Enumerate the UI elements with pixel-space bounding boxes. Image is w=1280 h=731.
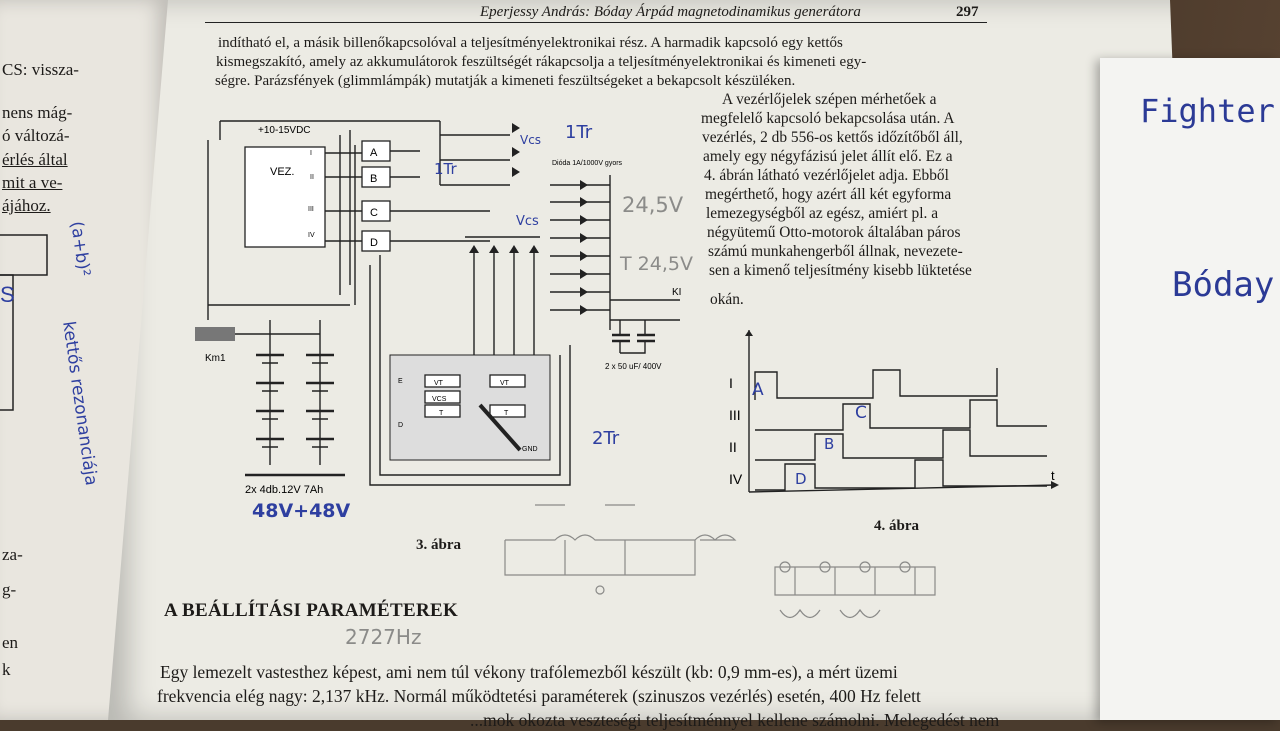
handwritten-vcs: Vcs <box>520 133 542 147</box>
waveform-iv <box>755 459 1047 491</box>
channel-label: C <box>370 207 378 219</box>
waveform-iii <box>755 399 1047 431</box>
controller-label: VEZ. <box>270 166 294 178</box>
d-label: D <box>398 422 403 429</box>
body-line: ...mok okozta veszteségi teljesítménnyel… <box>470 710 1000 730</box>
signal-label: IV <box>729 471 743 487</box>
notepad <box>1100 58 1280 720</box>
channel-label: A <box>370 147 378 159</box>
gnd-label: GND <box>522 446 538 453</box>
figure3-circuit: +10-15VDC VEZ. I II III IV A B C D Dióda… <box>195 120 681 496</box>
signal-label: I <box>729 375 733 391</box>
signal-label: III <box>729 407 741 423</box>
time-axis-label: t <box>1051 468 1055 483</box>
vcs-label: VCS <box>432 396 447 403</box>
handwritten-vcs: Vcs <box>516 214 539 229</box>
pencil-frequency: 2727Hz <box>345 625 422 649</box>
diode-group-top <box>512 123 520 177</box>
supply-label: +10-15VDC <box>258 125 311 136</box>
column-line: megérthető, hogy azért áll két egyforma <box>705 186 952 203</box>
left-text-line: CS: vissza- <box>2 60 79 79</box>
handwritten-1tr: 1Tr <box>434 160 457 178</box>
column-line: vezérlés, 2 db 556-os kettős időzítőből … <box>702 129 963 146</box>
vt-label: VT <box>434 380 444 387</box>
vt-label: VT <box>500 380 510 387</box>
waveform-i <box>754 368 998 400</box>
channel-label: B <box>370 173 377 185</box>
body-line: frekvencia elég nagy: 2,137 kHz. Normál … <box>157 686 921 706</box>
column-line: sen a kimenő teljesítmény kisebb lükteté… <box>709 262 972 279</box>
intro-line: ségre. Parázsfények (glimmlámpák) mutatj… <box>215 73 796 89</box>
t-label: T <box>439 410 444 417</box>
notepad-word: Bóday <box>1172 265 1275 305</box>
figure3-caption: 3. ábra <box>416 537 461 553</box>
handwritten-2tr: 2Tr <box>592 428 620 449</box>
channel-label: D <box>370 237 378 249</box>
page-number: 297 <box>956 4 979 20</box>
controller-box <box>244 146 326 248</box>
left-text-line: en <box>2 633 19 652</box>
battery-label: 2x 4db.12V 7Ah <box>245 484 323 496</box>
left-text-line: k <box>2 660 11 679</box>
handwritten-letter: C <box>855 403 867 423</box>
e-label: E <box>398 378 403 385</box>
book-page <box>108 0 1188 720</box>
column-line: lemezegységből az egész, amiért pl. a <box>706 205 939 222</box>
output-label: KI <box>672 287 681 298</box>
diode-label: Dióda 1A/1000V gyors <box>552 160 623 167</box>
column-line: okán. <box>710 291 744 308</box>
handwritten-letter: D <box>795 470 807 488</box>
waveform-ii <box>755 429 1047 461</box>
column-line: négyütemű Otto-motorok általában páros <box>707 224 961 241</box>
pencil-voltage: 24,5V <box>622 193 684 217</box>
pencil-sketches <box>504 504 936 619</box>
intro-line: indítható el, a másik billenőkapcsolóval… <box>218 35 843 51</box>
column-line: A vezérlőjelek szépen mérhetőek a <box>722 91 937 108</box>
column-line: 4. ábrán látható vezérlőjelet adja. Ebbő… <box>704 167 949 184</box>
handwritten-1tr: 1Tr <box>565 122 593 143</box>
signal-label: II <box>729 439 737 455</box>
column-line: számú munkahengerből állnak, nevezete- <box>708 243 963 260</box>
bridge-diodes <box>469 245 539 253</box>
left-text-line: érlés által <box>2 150 68 169</box>
pencil-voltage: T 24,5V <box>620 253 693 275</box>
header-rule <box>205 22 987 23</box>
phase-label: III <box>308 206 314 213</box>
battery-bank <box>256 353 334 448</box>
column-line: megfelelő kapcsoló bekapcsolása után. A <box>701 110 955 127</box>
left-text-line: nens mág- <box>2 103 73 122</box>
phase-label: IV <box>308 232 315 239</box>
figure4-caption: 4. ábra <box>874 518 919 534</box>
left-text-line: g- <box>2 580 17 599</box>
left-text-line: ájához. <box>2 196 51 215</box>
switch-label: Km1 <box>205 353 226 364</box>
capacitor-label: 2 x 50 uF/ 400V <box>605 362 662 371</box>
transformer-block <box>389 354 551 461</box>
handwritten-note: (a+b)² <box>66 220 94 278</box>
diode-stack <box>580 180 588 315</box>
notepad-word: Fighter <box>1140 92 1275 130</box>
figure4-timing-diagram: t I III II IV <box>729 330 1059 493</box>
handwritten-letter: B <box>824 435 835 453</box>
section-title: A BEÁLLÍTÁSI PARAMÉTEREK <box>164 600 459 621</box>
left-text-line: ó változá- <box>2 126 70 145</box>
left-page-table-fragment: S <box>0 234 48 411</box>
running-head: Eperjessy András: Bóday Árpád magnetodin… <box>480 4 861 20</box>
body-line: Egy lemezelt vastesthez képest, ami nem … <box>160 662 898 682</box>
switch-km1 <box>195 327 235 341</box>
handwritten-battery-total: 48V+48V <box>252 500 351 522</box>
phase-label: II <box>310 174 314 181</box>
handwritten-letter: A <box>752 380 764 400</box>
left-text-line: mit a ve- <box>2 173 63 192</box>
column-line: amely egy négyfázisú jelet állít elő. Ez… <box>703 148 953 165</box>
left-text-line: za- <box>2 545 23 564</box>
t-label: T <box>504 410 509 417</box>
intro-line: kismegszakító, amely az akkumulátorok fe… <box>216 54 867 70</box>
handwritten-note: kettős rezonanciája <box>58 320 102 487</box>
phase-label: I <box>310 150 312 157</box>
left-page-letter: S <box>0 282 15 307</box>
